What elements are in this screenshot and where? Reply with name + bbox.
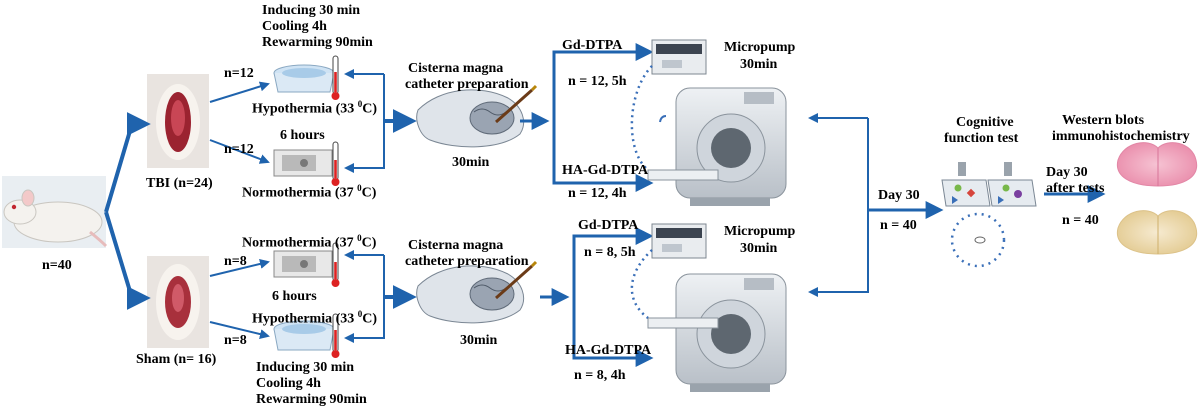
thermometer-icon-tbi-hypo (331, 55, 340, 100)
catheter-top-title-2: catheter preparation (405, 77, 529, 92)
thermometer-icon-tbi-normo (331, 141, 340, 186)
catheter-top-time: 30min (452, 155, 490, 170)
catheter-top-title-1: Cisterna magna (408, 61, 504, 76)
sham-hypothermia-degree: 0 (357, 309, 363, 319)
sham-normothermia-degree: 0 (357, 233, 362, 243)
catheter-bottom-title-1: Cisterna magna (408, 238, 504, 253)
tbi-hypo-protocol-step-3: Rewarming 90min (262, 35, 373, 50)
micropump-icon-bottom (651, 223, 707, 259)
bottom-agent-1-label: Gd-DTPA (578, 218, 639, 233)
tbi-hypothermia-text: Hypothermia (33 (252, 101, 358, 117)
bottom-agent-1-n: n = 8, 5h (584, 245, 636, 260)
sham-hypo-protocol-step-1: Inducing 30 min (256, 360, 355, 375)
ice-bath-icon-tbi (273, 64, 335, 93)
sham-normothermia-text: Normothermia (37 (242, 235, 358, 251)
sham-hypo-protocol-step-2: Cooling 4h (256, 376, 321, 391)
tbi-normothermia-unit: C) (361, 185, 377, 201)
after-tests-n: n = 40 (1062, 213, 1099, 228)
tbi-normothermia-text: Normothermia (37 (242, 185, 358, 201)
sham-group-label: Sham (n= 16) (136, 352, 217, 367)
sham-rat-photo (147, 256, 209, 348)
cognitive-test-icon (941, 162, 1037, 268)
tbi-hypothermia-degree: 0 (357, 99, 363, 109)
after-tests-label: after tests (1046, 181, 1105, 196)
brain-section-ihc-stain (1116, 210, 1198, 255)
top-agent-1-label: Gd-DTPA (562, 38, 623, 53)
top-agent-1-n: n = 12, 5h (568, 74, 627, 89)
ice-bath-icon-sham (273, 320, 335, 351)
sham-hypothermia-unit: C) (362, 311, 378, 327)
tbi-hypothermia-label: Hypothermia (33 0C) (252, 96, 377, 118)
warming-pad-icon-tbi (273, 149, 333, 177)
total-n-label: n=40 (42, 258, 72, 273)
western-blots-label: Western blots (1062, 113, 1145, 128)
tbi-group-label: TBI (n=24) (146, 176, 213, 191)
tbi-hypothermia-unit: C) (362, 101, 378, 117)
tbi-hypo-n-label: n=12 (224, 66, 254, 81)
tbi-normo-duration-label: 6 hours (280, 128, 325, 143)
catheter-bottom-time: 30min (460, 333, 498, 348)
warming-pad-icon-sham (273, 250, 333, 278)
micropump-icon-top (651, 39, 707, 75)
bottom-micropump-label: Micropump (724, 224, 796, 239)
followup-n-label: n = 40 (880, 218, 917, 233)
catheter-brain-icon-bottom (416, 260, 538, 324)
catheter-brain-icon-top (416, 84, 538, 148)
bottom-agent-2-label: HA-Gd-DTPA (565, 343, 652, 358)
to-catheter-arrows (384, 109, 417, 309)
immunohistochemistry-label: immunohistochemistry (1052, 129, 1190, 144)
after-tests-day: Day 30 (1046, 165, 1088, 180)
brain-section-he-stain (1116, 142, 1198, 187)
top-agent-2-label: HA-Gd-DTPA (562, 163, 649, 178)
sham-normo-n-label: n=8 (224, 254, 247, 269)
dotted-line-top (630, 65, 653, 171)
cognitive-label-1: Cognitive (956, 115, 1014, 130)
sham-normo-duration-label: 6 hours (272, 289, 317, 304)
mri-machine-icon-bottom (647, 273, 787, 392)
sham-hypo-n-label: n=8 (224, 333, 247, 348)
rat-image (2, 176, 108, 248)
tbi-hypo-protocol-step-2: Cooling 4h (262, 19, 327, 34)
merge-bracket (808, 113, 869, 297)
mri-machine-icon-top (647, 87, 787, 206)
cognitive-label-2: function test (944, 131, 1019, 146)
treatment-arrows (209, 81, 270, 339)
thermometer-icon-sham-normo (331, 242, 340, 287)
followup-day-label: Day 30 (878, 188, 920, 203)
top-agent-2-n: n = 12, 4h (568, 186, 627, 201)
sham-normothermia-unit: C) (361, 235, 377, 251)
top-micropump-label: Micropump (724, 40, 796, 55)
bottom-agent-2-n: n = 8, 4h (574, 368, 626, 383)
sham-hypothermia-label: Hypothermia (33 0C) (252, 306, 377, 328)
split-arrows (104, 112, 151, 310)
sham-hypothermia-text: Hypothermia (33 (252, 311, 358, 327)
thermometer-icon-sham-hypo (331, 313, 340, 358)
tbi-hypo-protocol-step-1: Inducing 30 min (262, 3, 361, 18)
sham-hypo-protocol-step-3: Rewarming 90min (256, 392, 367, 407)
sham-normothermia-label: Normothermia (37 0C) (242, 230, 376, 252)
catheter-bottom-title-2: catheter preparation (405, 254, 529, 269)
bottom-micropump-time: 30min (740, 241, 778, 256)
tbi-normothermia-degree: 0 (357, 183, 362, 193)
tbi-normo-n-label: n=12 (224, 142, 254, 157)
tbi-rat-photo (147, 74, 209, 168)
top-micropump-time: 30min (740, 57, 778, 72)
to-agent-arrows (520, 43, 654, 367)
bracket-arrows (344, 69, 385, 343)
tbi-normothermia-label: Normothermia (37 0C) (242, 180, 376, 202)
